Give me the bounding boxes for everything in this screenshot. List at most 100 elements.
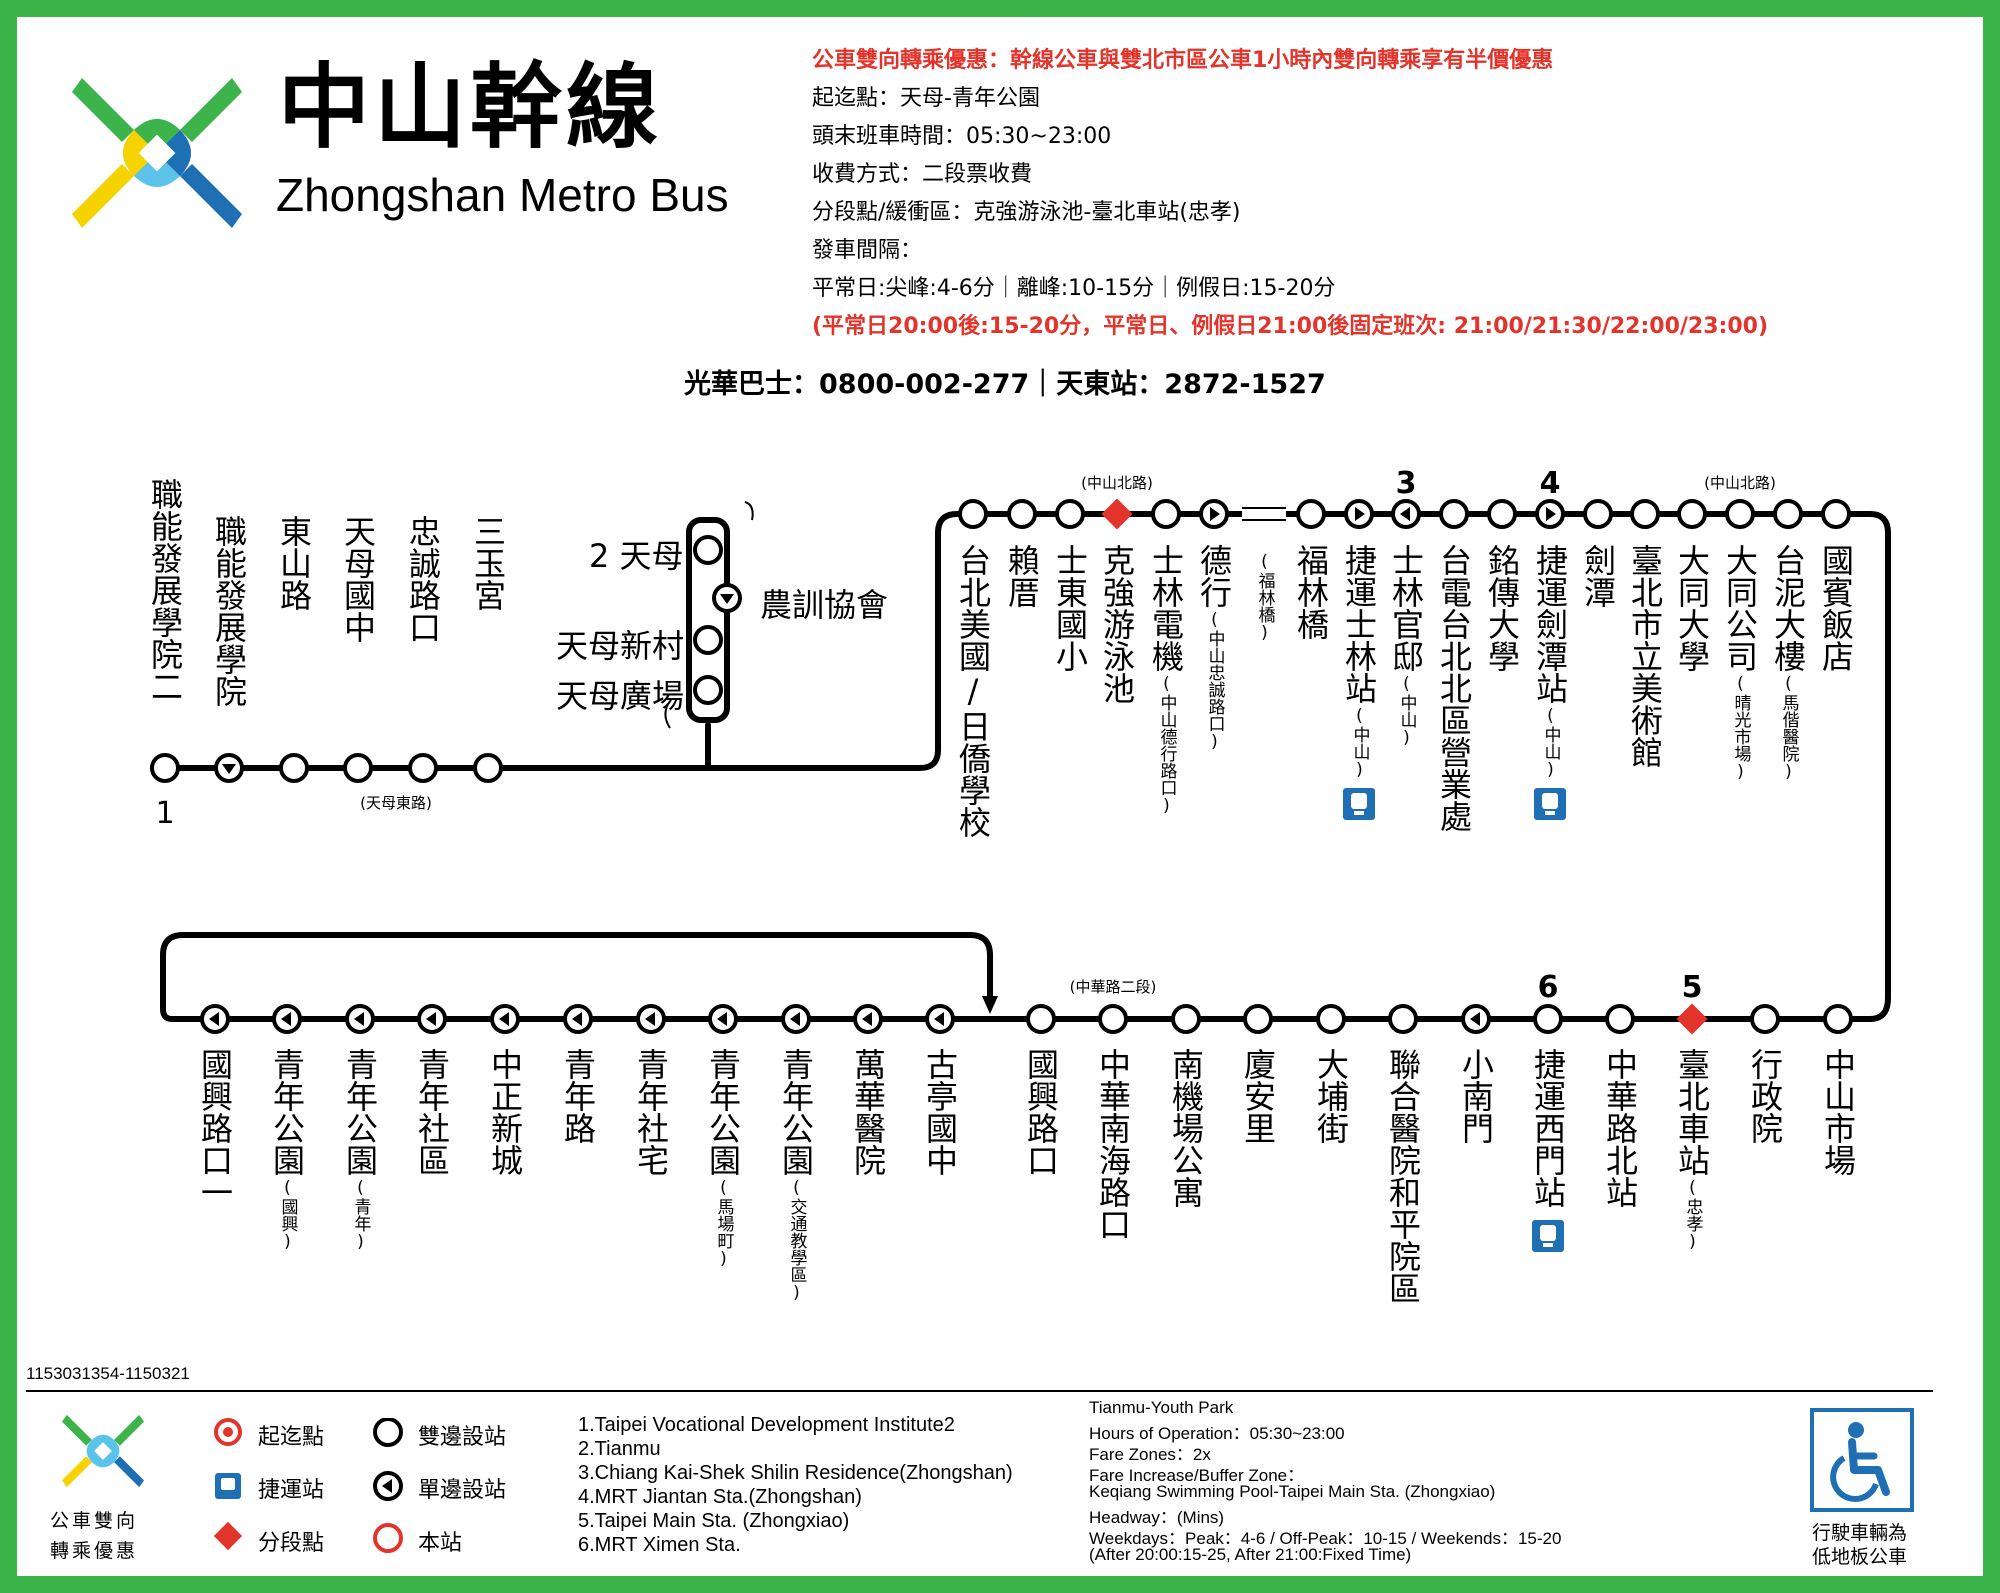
stop-marker	[925, 1004, 955, 1034]
stop-subname: (中山)	[1349, 706, 1370, 780]
stop-name: 三玉宮	[469, 515, 507, 611]
stop-marker	[1630, 499, 1660, 529]
numbered-item: 4.MRT Jiantan Sta.(Zhongshan)	[578, 1486, 862, 1508]
stop-name: 中華路北站	[1601, 1048, 1639, 1208]
direction-arrow	[982, 996, 998, 1014]
stop-subname: (青年)	[350, 1178, 371, 1252]
wheelchair-icon	[1810, 1408, 1914, 1512]
stop-name: 國興路口一	[196, 1048, 234, 1208]
numbered-item: 5.Taipei Main Sta. (Zhongxiao)	[578, 1510, 850, 1532]
stop-subname: (忠孝)	[1682, 1178, 1703, 1252]
legend-label-both: 雙邊設站	[418, 1425, 507, 1450]
road-label: (中華路二段)	[1069, 978, 1157, 996]
stop-marker	[1677, 499, 1707, 529]
stop-name: 2 天母	[589, 537, 684, 575]
stop-marker	[279, 753, 309, 783]
legend-label-terminal: 起迄點	[258, 1425, 325, 1450]
stop-subname: (中山德行路口)	[1156, 674, 1177, 816]
stop-marker	[1007, 499, 1037, 529]
stop-name: 職能發展學院	[210, 515, 248, 707]
stop-name: 大同公司	[1721, 544, 1759, 672]
english-info-line: Weekdays：Peak：4-6 / Off-Peak：10-15 / Wee…	[1089, 1529, 1562, 1548]
stop-marker	[1243, 1004, 1273, 1034]
english-info-line: Keqiang Swimming Pool-Taipei Main Sta. (…	[1089, 1482, 1496, 1501]
stop-subname: (中山)	[1396, 674, 1417, 748]
stop-marker	[214, 753, 244, 783]
english-info-line: Fare Zones：2x	[1089, 1445, 1211, 1464]
stop-name: 士東國小	[1051, 544, 1089, 672]
stop-marker	[563, 1004, 593, 1034]
legend-icons-2	[373, 1418, 403, 1553]
numbered-item: 3.Chiang Kai-Shek Shilin Residence(Zhong…	[578, 1462, 1013, 1484]
stop-name: 國興路口	[1022, 1048, 1060, 1176]
numbered-item: 6.MRT Ximen Sta.	[578, 1534, 741, 1556]
stop-name: 青年公園	[341, 1048, 379, 1176]
stop-number: 3	[1395, 466, 1417, 501]
stop-marker	[1199, 499, 1229, 529]
stop-name: 廈安里	[1239, 1048, 1277, 1144]
info-line: 起迄點：天母-青年公園	[812, 86, 1040, 111]
road-label: (天母東路)	[360, 794, 432, 812]
stop-name: 德行	[1195, 544, 1233, 608]
stop-marker	[781, 1004, 811, 1034]
stop-marker	[272, 1004, 302, 1034]
transfer-caption: 公車雙向	[50, 1510, 139, 1532]
tianmu-loop	[686, 517, 730, 723]
stop-subname: (馬場町)	[713, 1178, 734, 1269]
stop-marker	[473, 753, 503, 783]
stop-number: 5	[1681, 970, 1703, 1005]
stop-marker	[1676, 1003, 1708, 1035]
stop-name: 國賓飯店	[1817, 544, 1855, 672]
stop-marker	[853, 1004, 883, 1034]
stop-name: 古亭國中	[921, 1048, 959, 1176]
stop-marker	[1098, 1004, 1128, 1034]
stop-marker	[1171, 1004, 1201, 1034]
stop-name: 台電台北北區營業處	[1435, 544, 1473, 832]
stop-marker	[1533, 1004, 1563, 1034]
legend-label-single: 單邊設站	[418, 1478, 507, 1503]
stop-marker	[1101, 498, 1133, 530]
stop-name: 捷運西門站	[1529, 1048, 1567, 1208]
stop-name: 天母廣場	[556, 677, 685, 715]
stop-marker	[150, 753, 180, 783]
stop-name: 士林電機	[1147, 544, 1185, 672]
stop-name: 行政院	[1746, 1048, 1784, 1144]
stop-marker	[708, 1004, 738, 1034]
stop-subname: (晴光市場)	[1730, 674, 1751, 782]
route-line	[160, 511, 1891, 1022]
stop-marker	[693, 675, 723, 705]
stop-name: 士林官邸	[1387, 544, 1425, 672]
stop-name: 台泥大樓	[1769, 544, 1807, 672]
info-line: 公車雙向轉乘優惠：幹線公車與雙北市區公車1小時內雙向轉乘享有半價優惠	[812, 48, 1554, 73]
footer-divider	[26, 1390, 1933, 1392]
stop-name: 青年社宅	[632, 1048, 670, 1176]
stop-subname: (國興)	[277, 1178, 298, 1252]
stop-name: 捷運士林站	[1340, 544, 1378, 704]
stop-name: 天母國中	[339, 515, 377, 643]
stop-name: 賴厝	[1003, 544, 1041, 608]
stop-marker	[1487, 499, 1517, 529]
stop-marker	[693, 535, 723, 565]
stop-marker	[1439, 499, 1469, 529]
stop-marker	[693, 625, 723, 655]
mrt-icon	[1343, 788, 1375, 820]
route-title-en: Zhongshan Metro Bus	[276, 169, 729, 221]
english-info-line: (After 20:00:15-25, After 21:00:Fixed Ti…	[1089, 1545, 1412, 1564]
english-info-line: Fare Increase/Buffer Zone：	[1089, 1466, 1305, 1485]
bridge-label: (福林橋)	[1254, 552, 1275, 643]
mrt-icon	[1534, 788, 1566, 820]
stop-name: 忠誠路口	[404, 515, 442, 643]
stop-name: 青年路	[559, 1048, 597, 1144]
info-line: 頭末班車時間：05:30~23:00	[812, 124, 1112, 149]
stop-name: 銘傳大學	[1483, 544, 1521, 672]
stop-name: 小南門	[1457, 1048, 1495, 1144]
stop-number: 1	[155, 796, 175, 831]
stop-name: 青年公園	[268, 1048, 306, 1176]
legend-label-mrt: 捷運站	[258, 1478, 325, 1503]
stop-name: 中正新城	[486, 1048, 524, 1176]
english-info-line: Tianmu-Youth Park	[1089, 1398, 1234, 1417]
stop-marker	[1316, 1004, 1346, 1034]
stop-marker	[1388, 1004, 1418, 1034]
stop-marker	[408, 753, 438, 783]
transfer-logo	[62, 1410, 144, 1492]
